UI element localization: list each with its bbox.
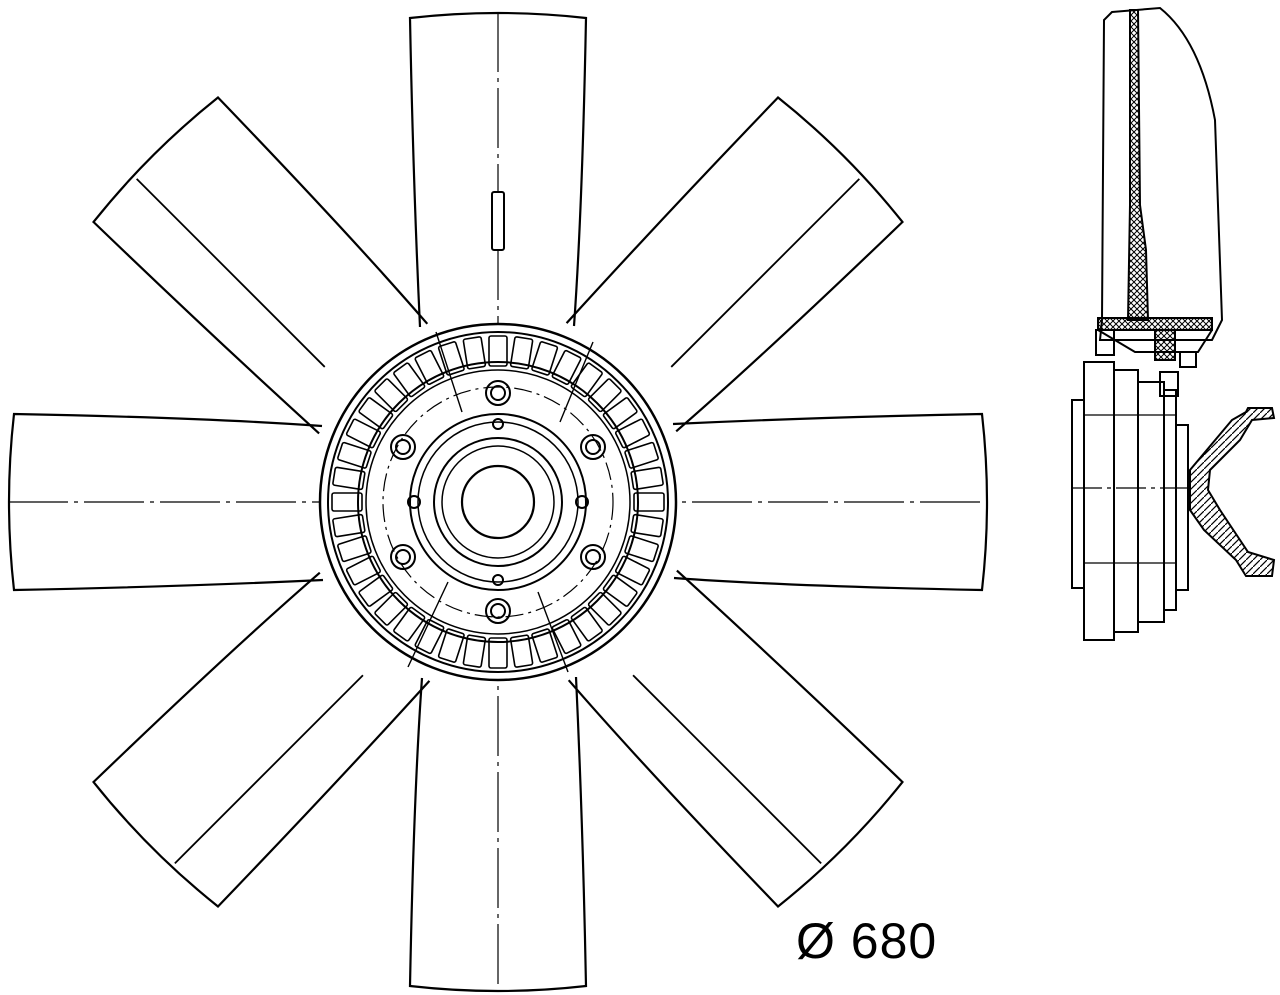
bolt-holes [390, 380, 606, 624]
diameter-dimension-label: Ø 680 [796, 913, 938, 969]
front-view [7, 11, 989, 993]
side-section-view [1071, 6, 1276, 641]
hub-cooling-ribs [331, 335, 665, 669]
